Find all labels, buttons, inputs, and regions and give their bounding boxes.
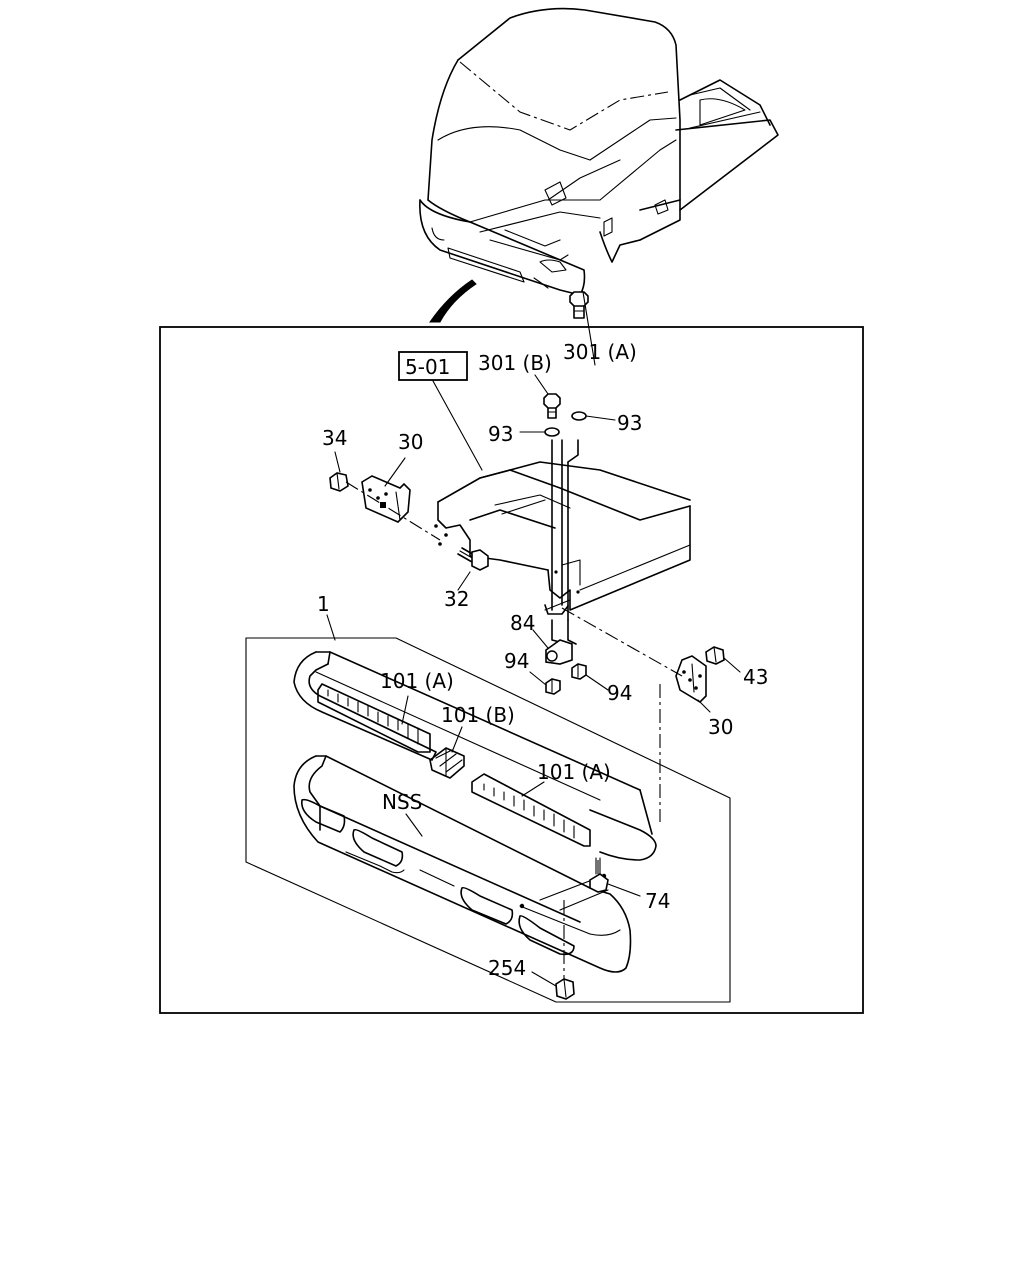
detail-frame [159, 326, 864, 1014]
callout-101a-left: 101 (A) [380, 669, 454, 693]
frame-rail [434, 461, 691, 611]
callout-43: 43 [743, 665, 768, 689]
bumper-upper-cover [293, 651, 657, 861]
callout-301b: 301 (B) [478, 351, 552, 375]
nut-43 [705, 646, 725, 665]
nut-34 [329, 472, 349, 492]
nut-254 [555, 978, 575, 1000]
callout-1: 1 [317, 592, 330, 616]
bolt-301b [543, 393, 561, 419]
clip-74 [589, 857, 609, 893]
washer-93-right [571, 411, 587, 421]
washer-93-left [544, 427, 560, 437]
callout-93-left: 93 [488, 422, 513, 446]
callout-84: 84 [510, 611, 535, 635]
callout-30-left: 30 [398, 430, 423, 454]
assembly-outline [245, 637, 731, 1003]
callout-94-left: 94 [504, 649, 529, 673]
rubber-strip-101a-right [471, 773, 591, 847]
nut-94-left [545, 678, 561, 695]
reference-box: 5-01 [398, 351, 483, 471]
callout-93-right: 93 [617, 411, 642, 435]
callout-101b: 101 (B) [441, 703, 515, 727]
callout-34: 34 [322, 426, 347, 450]
callout-74: 74 [645, 889, 670, 913]
callout-94-right: 94 [607, 681, 632, 705]
main-bumper [293, 755, 632, 973]
stay-rods [544, 439, 579, 661]
center-lines [345, 481, 683, 980]
reference-box-label: 5-01 [405, 355, 450, 379]
callout-101a-right: 101 (A) [537, 760, 611, 784]
bolt-301a [569, 291, 589, 319]
bolt-32 [457, 547, 489, 571]
callout-301a: 301 (A) [563, 340, 637, 364]
callout-254: 254 [488, 956, 526, 980]
leader-lines [326, 291, 741, 987]
callout-nss: NSS [382, 790, 422, 814]
rubber-strip-101a-left [317, 683, 431, 753]
callout-30-right: 30 [708, 715, 733, 739]
bracket-30-right [675, 655, 707, 704]
rubber-block-101b [429, 747, 465, 779]
bracket-30-left [361, 475, 411, 523]
callout-32: 32 [444, 587, 469, 611]
callout-labels: 301 (B) 301 (A) 93 93 34 30 32 1 84 94 9… [317, 340, 768, 980]
nut-94-right [571, 663, 587, 680]
truck-overview [419, 7, 779, 323]
bracket-84 [545, 639, 573, 665]
